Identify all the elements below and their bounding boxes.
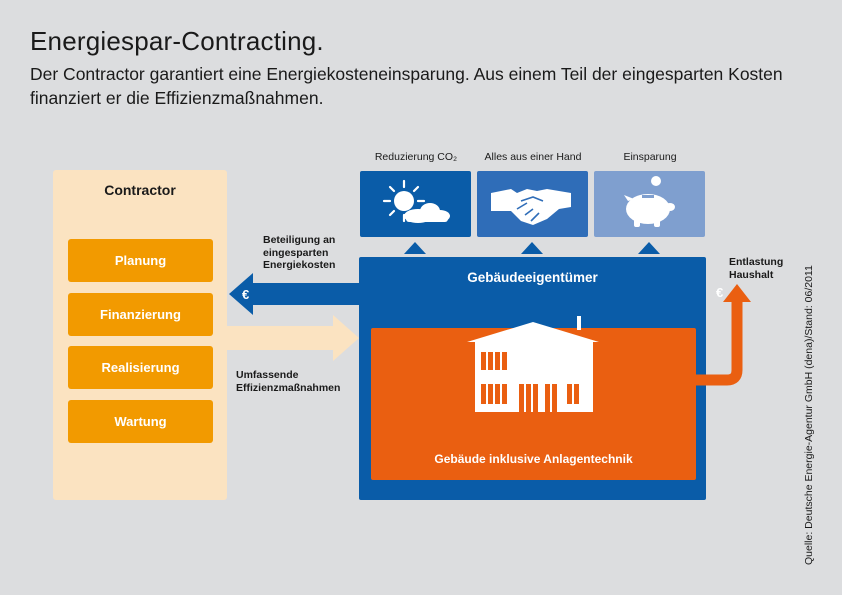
benefit-pointer-one-hand xyxy=(521,242,543,254)
task-planung: Planung xyxy=(68,239,213,282)
building-label: Gebäude inklusive Anlagentechnik xyxy=(434,452,633,466)
page-title: Energiespar-Contracting. xyxy=(30,26,324,56)
benefit-box-one-hand xyxy=(477,171,588,237)
owner-label: Gebäudeeigentümer xyxy=(467,270,598,285)
measures-note: Umfassende Effizienzmaßnahmen xyxy=(236,369,341,394)
building-box: Gebäude inklusive Anlagentechnik xyxy=(371,316,696,480)
household-relief-arrow: € xyxy=(695,284,751,386)
share-note: Beteiligung an eingesparten Energiekoste… xyxy=(263,234,336,271)
euro-symbol-right: € xyxy=(716,285,723,300)
benefit-pointer-savings xyxy=(638,242,660,254)
euro-symbol-left: € xyxy=(242,287,249,302)
source-note: Quelle: Deutsche Energie-Agentur GmbH (d… xyxy=(803,265,815,565)
relief-note: Entlastung Haushalt xyxy=(729,256,784,281)
measures-arrow xyxy=(227,315,359,361)
page-subtitle: Der Contractor garantiert eine Energieko… xyxy=(30,64,783,108)
handshake-icon xyxy=(491,189,571,225)
benefit-box-savings xyxy=(594,171,705,237)
savings-share-arrow: € xyxy=(229,273,361,315)
benefit-pointer-co2 xyxy=(404,242,426,254)
sun-cloud-icon xyxy=(382,179,450,223)
benefit-label-savings: Einsparung xyxy=(623,151,677,163)
house-icon xyxy=(467,316,599,412)
task-finanzierung: Finanzierung xyxy=(68,293,213,336)
benefit-label-one-hand: Alles aus einer Hand xyxy=(484,151,582,163)
contractor-title: Contractor xyxy=(104,182,176,198)
piggy-bank-icon xyxy=(624,176,675,227)
benefit-label-co2: Reduzierung CO₂ xyxy=(374,151,458,163)
benefit-box-co2 xyxy=(360,171,471,237)
owner-box: Gebäudeeigentümer xyxy=(359,257,706,500)
contractor-panel: Contractor Planung Finanzierung Realisie… xyxy=(53,170,227,500)
task-realisierung: Realisierung xyxy=(68,346,213,389)
task-wartung: Wartung xyxy=(68,400,213,443)
